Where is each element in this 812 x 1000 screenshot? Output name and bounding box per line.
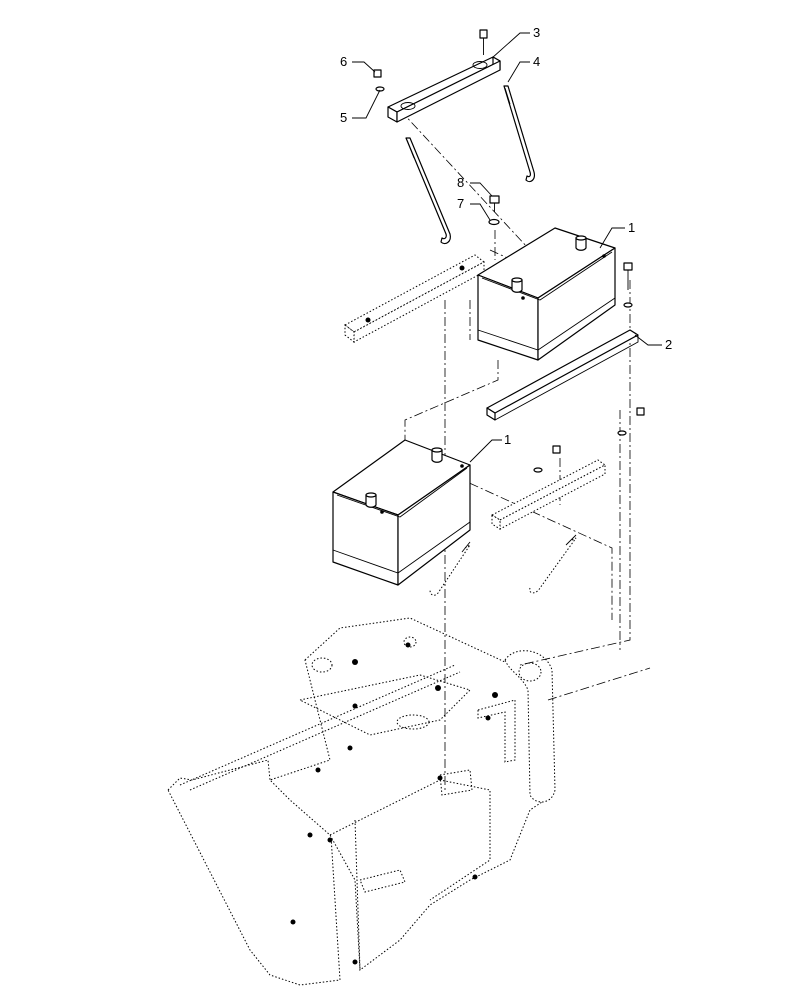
lower-hold-down-bar	[490, 459, 606, 530]
nut	[373, 69, 382, 78]
callout-2: 2	[665, 337, 672, 352]
left-angle-bracket	[344, 254, 485, 344]
chassis-frame	[167, 617, 556, 986]
callout-1-lower: 1	[504, 432, 511, 447]
lower-nuts	[533, 407, 645, 473]
battery-terminal	[575, 235, 587, 251]
j-bolt-upper-right	[503, 85, 535, 183]
leader-lines	[352, 32, 662, 463]
callout-8: 8	[457, 175, 464, 190]
lock-washer	[488, 218, 500, 226]
j-bolt-upper-left	[405, 137, 451, 245]
callout-5: 5	[340, 110, 347, 125]
bolt-right-upper	[623, 262, 633, 308]
screw	[489, 195, 500, 212]
right-angle-bracket	[486, 329, 639, 421]
callout-6: 6	[340, 54, 347, 69]
callout-1-upper: 1	[628, 220, 635, 235]
battery-hold-down-bar	[387, 56, 501, 123]
battery-upper	[477, 227, 616, 361]
battery-terminal	[431, 447, 443, 463]
callout-4: 4	[533, 54, 540, 69]
battery-lower	[332, 439, 471, 586]
callout-7: 7	[457, 196, 464, 211]
callout-3: 3	[533, 25, 540, 40]
battery-terminal	[365, 492, 377, 508]
j-bolt-lower-left	[429, 541, 471, 596]
j-bolt-lower-right	[529, 534, 577, 594]
bolt-top	[479, 29, 488, 55]
battery-terminal	[511, 277, 523, 293]
